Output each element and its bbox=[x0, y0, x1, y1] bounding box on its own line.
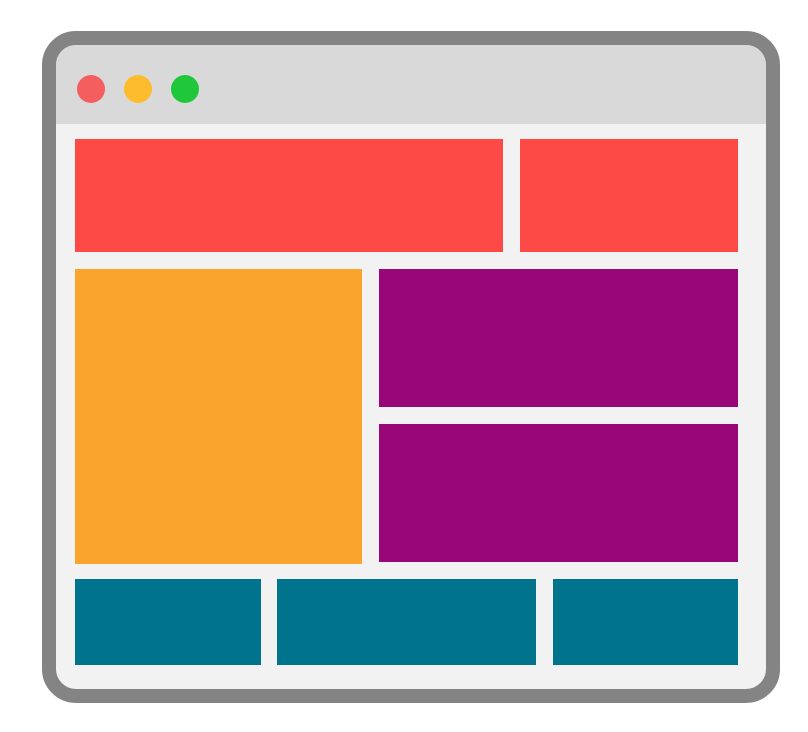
side-content-block-top bbox=[379, 269, 738, 407]
header-block-narrow bbox=[520, 139, 738, 252]
footer-block-left bbox=[75, 579, 261, 665]
maximize-window-button[interactable] bbox=[171, 75, 199, 103]
main-content-block bbox=[75, 269, 362, 564]
browser-window bbox=[42, 31, 780, 703]
footer-block-center bbox=[277, 579, 536, 665]
side-content-block-bottom bbox=[379, 424, 738, 562]
minimize-window-button[interactable] bbox=[124, 75, 152, 103]
page-layout-wireframe bbox=[56, 124, 766, 689]
window-titlebar[interactable] bbox=[56, 45, 766, 124]
close-window-button[interactable] bbox=[77, 75, 105, 103]
header-block-wide bbox=[75, 139, 503, 252]
footer-block-right bbox=[553, 579, 738, 665]
